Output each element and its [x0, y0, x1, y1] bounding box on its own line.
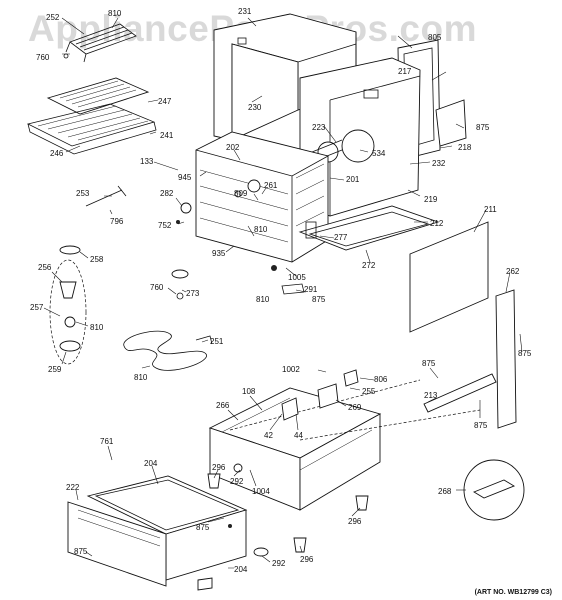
callout-219: 219 — [424, 195, 438, 204]
callout-42: 42 — [264, 431, 273, 440]
callout-44: 44 — [294, 431, 303, 440]
callout-253: 253 — [76, 189, 90, 198]
callout-256: 256 — [38, 263, 52, 272]
callout-761: 761 — [100, 437, 114, 446]
cabinet-body-part — [299, 57, 421, 217]
drawer-frame-part — [208, 369, 481, 511]
callout-875-f: 875 — [196, 523, 210, 532]
callout-252: 252 — [46, 13, 60, 22]
callout-1004: 1004 — [252, 487, 270, 496]
rear-strip-part — [495, 289, 517, 429]
callout-231: 231 — [238, 7, 252, 16]
leveling-foot-detail — [463, 459, 525, 521]
callout-810-d: 810 — [134, 373, 148, 382]
broil-pan-part — [46, 77, 150, 115]
callout-752: 752 — [158, 221, 172, 230]
callout-810-c: 810 — [90, 323, 104, 332]
callout-875-d: 875 — [422, 359, 436, 368]
callout-204-a: 204 — [144, 459, 158, 468]
callout-875-g: 875 — [74, 547, 88, 556]
callout-246: 246 — [50, 149, 64, 158]
callout-277: 277 — [334, 233, 348, 242]
callout-810-a: 810 — [254, 225, 268, 234]
callout-760-b: 760 — [150, 283, 164, 292]
drawer-part — [67, 475, 248, 587]
callout-257: 257 — [30, 303, 44, 312]
callout-806: 806 — [374, 375, 388, 384]
callout-212: 212 — [430, 219, 444, 228]
callout-218: 218 — [458, 143, 472, 152]
callout-213: 213 — [424, 391, 438, 400]
callout-247: 247 — [158, 97, 172, 106]
callout-875-c: 875 — [312, 295, 326, 304]
bake-element-part — [123, 330, 213, 371]
callout-258: 258 — [90, 255, 104, 264]
callout-760: 760 — [36, 53, 50, 62]
callout-296-b: 296 — [348, 517, 362, 526]
callout-875-e: 875 — [474, 421, 488, 430]
callout-810: 810 — [108, 9, 122, 18]
callout-211: 211 — [484, 205, 497, 214]
callout-1005: 1005 — [288, 273, 306, 282]
bottom-hardware — [197, 463, 369, 591]
callout-875-a: 875 — [476, 123, 490, 132]
bracket-part — [423, 373, 497, 413]
callout-534: 534 — [372, 149, 386, 158]
callout-268: 268 — [438, 487, 452, 496]
callout-223: 223 — [312, 123, 326, 132]
callout-204-b: 204 — [234, 565, 248, 574]
callout-809: 809 — [234, 189, 248, 198]
callout-201: 201 — [346, 175, 360, 184]
art-number: (ART NO. WB12799 C3) — [474, 589, 552, 596]
callout-269: 269 — [348, 403, 362, 412]
leader-lines — [43, 17, 523, 569]
callout-108: 108 — [242, 387, 256, 396]
callout-273: 273 — [186, 289, 200, 298]
callout-133: 133 — [140, 157, 154, 166]
callout-1002: 1002 — [282, 365, 300, 374]
callout-232: 232 — [432, 159, 446, 168]
callout-282: 282 — [160, 189, 174, 198]
broil-element-part — [63, 23, 137, 63]
callout-935: 935 — [212, 249, 226, 258]
callout-292-a: 292 — [230, 477, 244, 486]
callout-296-a: 296 — [212, 463, 226, 472]
oven-rack-part — [26, 103, 157, 155]
callout-230: 230 — [248, 103, 262, 112]
callout-796: 796 — [110, 217, 124, 226]
callout-255: 255 — [362, 387, 376, 396]
callout-241: 241 — [160, 131, 174, 140]
callout-875-b: 875 — [518, 349, 532, 358]
callout-261: 261 — [264, 181, 278, 190]
side-panel-part — [409, 221, 489, 333]
callout-805: 805 — [428, 33, 442, 42]
callout-272: 272 — [362, 261, 376, 270]
callout-296-c: 296 — [300, 555, 314, 564]
callout-202: 202 — [226, 143, 240, 152]
callout-262: 262 — [506, 267, 520, 276]
small-hardware — [49, 185, 305, 365]
callout-251: 251 — [210, 337, 224, 346]
callout-945: 945 — [178, 173, 192, 182]
callout-labels: 252 810 760 247 241 246 231 230 217 805 … — [30, 7, 532, 574]
oven-liner-part — [195, 131, 329, 263]
callout-217: 217 — [398, 67, 412, 76]
callout-291: 291 — [304, 285, 318, 294]
callout-292-b: 292 — [272, 559, 286, 568]
callout-810-b: 810 — [256, 295, 270, 304]
callout-222: 222 — [66, 483, 80, 492]
callout-266: 266 — [216, 401, 230, 410]
bottom-tray-part — [298, 205, 440, 251]
callout-259: 259 — [48, 365, 62, 374]
